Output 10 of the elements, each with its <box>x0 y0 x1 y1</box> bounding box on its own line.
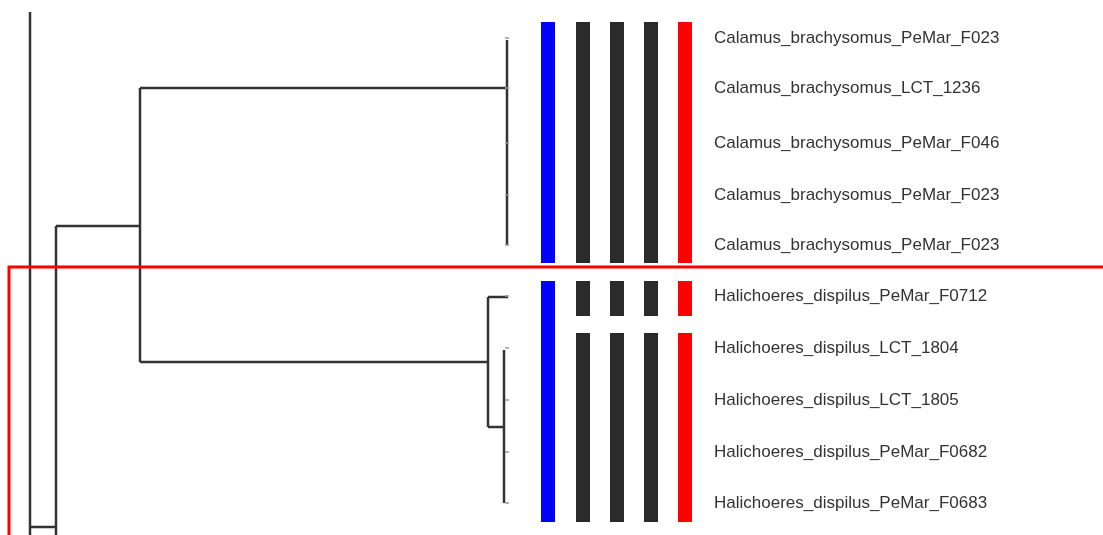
species-label: Halichoeres_dispilus_PeMar_F0683 <box>714 493 988 513</box>
species-label: Halichoeres_dispilus_LCT_1805 <box>714 390 959 410</box>
species-label: Halichoeres_dispilus_PeMar_F0712 <box>714 286 988 306</box>
species-label: Calamus_brachysomus_PeMar_F046 <box>714 133 1000 153</box>
species-label: Halichoeres_dispilus_LCT_1804 <box>714 338 959 358</box>
species-label: Calamus_brachysomus_PeMar_F023 <box>714 28 1000 48</box>
species-label: Halichoeres_dispilus_PeMar_F0682 <box>714 442 988 462</box>
species-label: Calamus_brachysomus_PeMar_F023 <box>714 235 1000 255</box>
species-label: Calamus_brachysomus_PeMar_F023 <box>714 185 1000 205</box>
species-label: Calamus_brachysomus_LCT_1236 <box>714 78 981 98</box>
